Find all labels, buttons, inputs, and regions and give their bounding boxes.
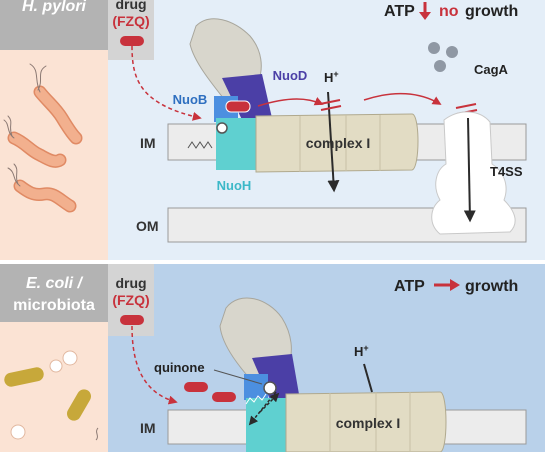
drug-label-bottom: drug xyxy=(115,275,146,291)
top-panel: H. pylori drug (FZQ) IM OM NuoD NuoB xyxy=(0,0,545,260)
down-arrow-head-icon xyxy=(419,12,431,20)
free-drug-icon xyxy=(184,382,208,392)
quinone-label: quinone xyxy=(154,360,205,375)
proton-label-bottom: H+ xyxy=(354,343,369,359)
drug-name-label: (FZQ) xyxy=(112,13,149,29)
proton-label-top: H+ xyxy=(324,69,339,85)
energy-flow-arrow xyxy=(363,92,442,105)
electron-flow-arrow xyxy=(257,97,324,107)
quinone-tail-icon xyxy=(187,141,213,149)
right-arrow-head-icon xyxy=(450,279,460,291)
outcome-growth-label-bottom: growth xyxy=(465,278,518,295)
t4ss-secretion-system xyxy=(431,111,516,235)
drug-pill-icon-bottom xyxy=(120,315,144,325)
drug-name-label-bottom: (FZQ) xyxy=(112,292,149,308)
drug-label-bar xyxy=(108,0,154,60)
nuoh-label: NuoH xyxy=(217,178,252,193)
bottom-panel: E. coli / microbiota drug (FZQ) IM xyxy=(0,264,545,452)
cag-a-translocation-arrow xyxy=(463,117,476,223)
nuod-subunit-bottom xyxy=(252,354,300,404)
nuoh-subunit-bottom xyxy=(246,398,286,452)
cag-a-molecules-icon xyxy=(428,42,458,72)
outcome-bottom: ATP growth xyxy=(394,278,518,295)
block-mark xyxy=(320,105,342,111)
inner-membrane-label-bottom: IM xyxy=(140,420,156,436)
t4ss-label: T4SS xyxy=(490,164,523,179)
outer-membrane-label: OM xyxy=(136,218,159,234)
complex-i-label-bottom: complex I xyxy=(336,415,401,431)
organism-label-e-coli: E. coli / xyxy=(26,275,84,292)
complex-i-label-top: complex I xyxy=(306,135,371,151)
drug-label: drug xyxy=(115,0,146,12)
drug-entry-arrow xyxy=(131,45,202,121)
panel-divider xyxy=(0,260,545,264)
organism-label-bar xyxy=(0,0,108,50)
outcome-top: ATP no growth xyxy=(384,2,518,20)
nuod-subunit xyxy=(222,74,272,124)
free-drug-icon xyxy=(212,392,236,402)
quinone-movement-arrow-reverse xyxy=(259,392,280,413)
organism-label-h-pylori: H. pylori xyxy=(22,0,87,15)
quinone-head-icon xyxy=(216,122,228,134)
complex-i-membrane-arm xyxy=(255,113,419,173)
outcome-atp-label-bottom: ATP xyxy=(394,278,425,295)
inner-membrane-label-top: IM xyxy=(140,135,156,151)
drug-pill-icon xyxy=(120,36,144,46)
organism-label-bar-bottom xyxy=(0,264,108,322)
block-mark xyxy=(455,103,477,109)
nuob-label: NuoB xyxy=(173,92,208,107)
proton-pumping-line xyxy=(363,363,373,393)
cag-a-label: CagA xyxy=(474,62,509,77)
quinone-label-leader xyxy=(213,369,263,385)
bound-drug-icon xyxy=(225,100,251,113)
microbiota-bacteria-icon xyxy=(4,350,99,441)
quinone-tail-icon-bottom xyxy=(245,393,267,405)
outcome-growth-label-top: growth xyxy=(465,3,518,20)
nuod-label: NuoD xyxy=(273,68,308,83)
organism-label-microbiota: microbiota xyxy=(13,297,95,314)
h-pylori-bacteria-icon xyxy=(3,63,83,213)
outcome-no-label: no xyxy=(439,3,459,20)
drug-entry-arrow-bottom xyxy=(131,325,178,405)
outcome-atp-label-top: ATP xyxy=(384,3,415,20)
quinone-head-icon-bottom xyxy=(263,381,277,395)
